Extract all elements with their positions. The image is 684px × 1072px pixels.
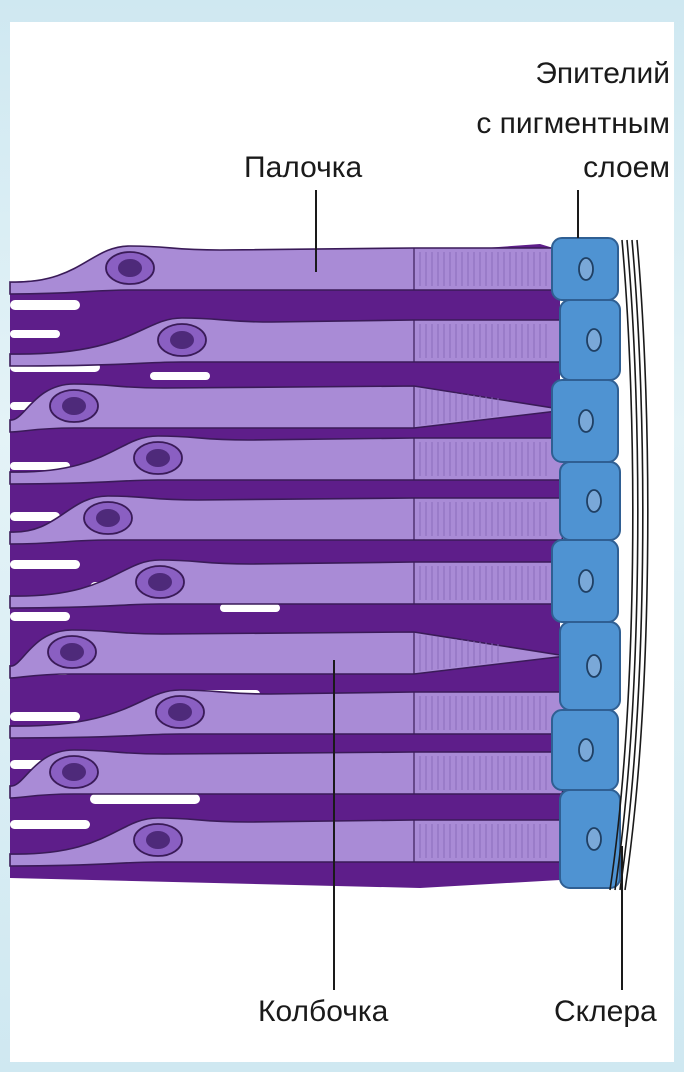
epithelium-nucleus xyxy=(587,828,601,850)
nucleolus xyxy=(168,703,192,721)
label-cone: Колбочка xyxy=(258,994,388,1030)
nucleolus xyxy=(148,573,172,591)
label-sclera: Склера xyxy=(554,994,657,1030)
nucleolus xyxy=(146,449,170,467)
epithelium-nucleus xyxy=(587,655,601,677)
nucleolus xyxy=(118,259,142,277)
white-gap-21 xyxy=(10,820,90,829)
rod-body xyxy=(10,246,565,294)
nucleolus xyxy=(146,831,170,849)
white-gap-13 xyxy=(10,612,70,621)
epithelium-nucleus xyxy=(579,739,593,761)
epithelium-cell-7 xyxy=(552,710,618,790)
epithelium-nucleus xyxy=(579,410,593,432)
epithelium-cell-4 xyxy=(560,462,620,540)
nucleolus xyxy=(60,643,84,661)
epithelium-cell-2 xyxy=(560,300,620,380)
pigment-epithelium xyxy=(552,238,620,888)
white-gap-9 xyxy=(10,512,60,521)
epithelium-nucleus xyxy=(587,490,601,512)
epithelium-cell-3 xyxy=(552,380,618,462)
label-epithelium-line3: слоем xyxy=(583,150,670,186)
white-gap-11 xyxy=(10,560,80,569)
nucleolus xyxy=(62,397,86,415)
white-gap-14 xyxy=(220,604,280,612)
epithelium-nucleus xyxy=(579,258,593,280)
label-epithelium-line2: с пигментным xyxy=(476,106,670,142)
white-gap-1 xyxy=(10,300,80,310)
epithelium-cell-5 xyxy=(552,540,618,622)
white-gap-2 xyxy=(10,330,60,338)
nucleolus xyxy=(96,509,120,527)
nucleolus xyxy=(170,331,194,349)
epithelium-nucleus xyxy=(579,570,593,592)
label-rod: Палочка xyxy=(244,150,362,186)
epithelium-cell-8 xyxy=(560,790,620,888)
epithelium-cell-6 xyxy=(560,622,620,710)
label-epithelium-line1: Эпителий xyxy=(535,56,670,92)
epithelium-cell-1 xyxy=(552,238,618,300)
white-gap-17 xyxy=(10,712,80,721)
white-gap-4 xyxy=(150,372,210,380)
white-gap-20 xyxy=(90,794,200,804)
nucleolus xyxy=(62,763,86,781)
rod-cell-9 xyxy=(10,750,565,798)
sclera-line-3 xyxy=(620,240,643,890)
epithelium-nucleus xyxy=(587,329,601,351)
rod-cell-5 xyxy=(10,496,565,544)
rod-cell-1 xyxy=(10,246,565,294)
